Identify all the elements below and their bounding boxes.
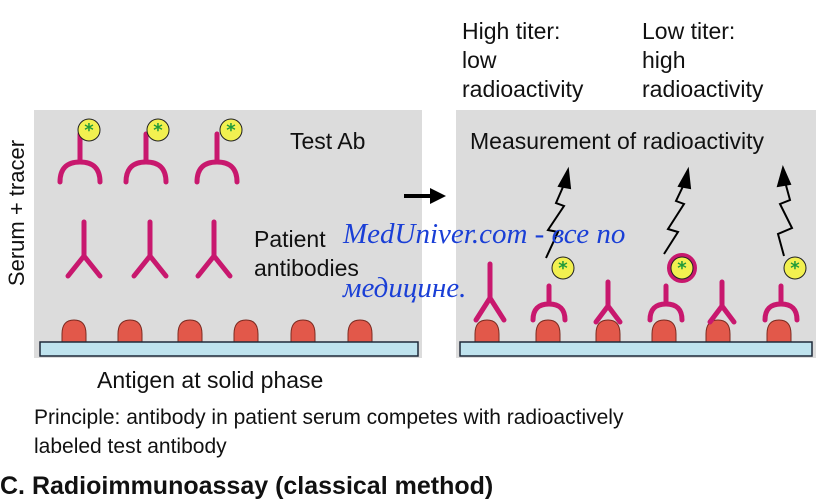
antibody-y-icon	[194, 118, 243, 185]
patient-antibody-group	[65, 219, 233, 279]
solid-phase-right	[459, 341, 813, 357]
measurement-label: Measurement of radioactivity	[470, 128, 765, 154]
tracer-star-icon	[551, 256, 575, 280]
antigen-bump-icon	[595, 319, 621, 343]
antigen-bump-icon	[474, 319, 500, 343]
arrow-right-icon	[404, 188, 446, 204]
antibody-y-icon	[593, 279, 623, 325]
radiation-zigzag-icon	[776, 165, 794, 257]
antibody-y-icon	[57, 118, 103, 185]
tracer-star-icon	[77, 118, 101, 142]
antigen-bump-icon	[233, 319, 259, 343]
antigen-bump-icon	[61, 319, 87, 343]
left-panel	[34, 110, 422, 358]
watermark-line-2: медицине.	[343, 272, 467, 304]
tracer-star-icon	[146, 118, 170, 142]
antigen-bump-icon	[347, 319, 373, 343]
tracer-star-icon	[670, 256, 694, 280]
high-titer-line-3: radioactivity	[462, 76, 584, 102]
low-titer-line-3: radioactivity	[642, 76, 764, 102]
solid-phase-left	[39, 341, 419, 357]
low-titer-line-2: high	[642, 47, 686, 73]
test-ab-label: Test Ab	[290, 128, 366, 154]
test-antibody-group-left	[57, 118, 243, 185]
antibody-y-icon	[473, 261, 507, 323]
tracer-star-icon	[783, 256, 807, 280]
antibody-y-icon	[647, 253, 697, 323]
patient-label-line-2: antibodies	[254, 255, 359, 281]
watermark-line-1: MedUniver.com - все по	[343, 218, 626, 250]
antigen-bump-icon	[766, 319, 792, 343]
high-titer-line-2: low	[462, 47, 497, 73]
radiation-arrows	[545, 165, 794, 259]
low-titer-line-1: Low titer:	[642, 18, 736, 44]
antigen-label: Antigen at solid phase	[97, 367, 324, 393]
tracer-star-icon	[219, 118, 243, 142]
bound-test-antibodies	[530, 253, 807, 323]
antigen-bump-icon	[535, 319, 561, 343]
serum-tracer-label: Serum + tracer	[4, 139, 29, 287]
principle-line-2: labeled test antibody	[34, 435, 227, 458]
antigen-bump-icon	[177, 319, 203, 343]
antigen-bump-icon	[651, 319, 677, 343]
antibody-y-icon	[530, 256, 575, 323]
antigen-bump-icon	[290, 319, 316, 343]
bound-patient-antibodies	[473, 261, 737, 325]
radiation-zigzag-icon	[663, 166, 692, 255]
radiation-zigzag-icon	[545, 166, 572, 259]
principle-line-1: Principle: antibody in patient serum com…	[34, 406, 624, 429]
antibody-y-icon	[195, 219, 233, 279]
antibody-y-icon	[131, 219, 169, 279]
patient-label-line-1: Patient	[254, 226, 326, 252]
antibody-y-icon	[762, 256, 807, 323]
antigen-row-left	[61, 319, 373, 343]
high-titer-line-1: High titer:	[462, 18, 561, 44]
right-panel	[456, 110, 816, 358]
antigen-row-right	[474, 319, 792, 343]
antigen-bump-icon	[117, 319, 143, 343]
antibody-y-icon	[65, 219, 103, 279]
antibody-y-icon	[123, 118, 170, 185]
figure-caption: C. Radioimmunoassay (classical method)	[0, 472, 494, 500]
antibody-y-icon	[707, 279, 737, 325]
